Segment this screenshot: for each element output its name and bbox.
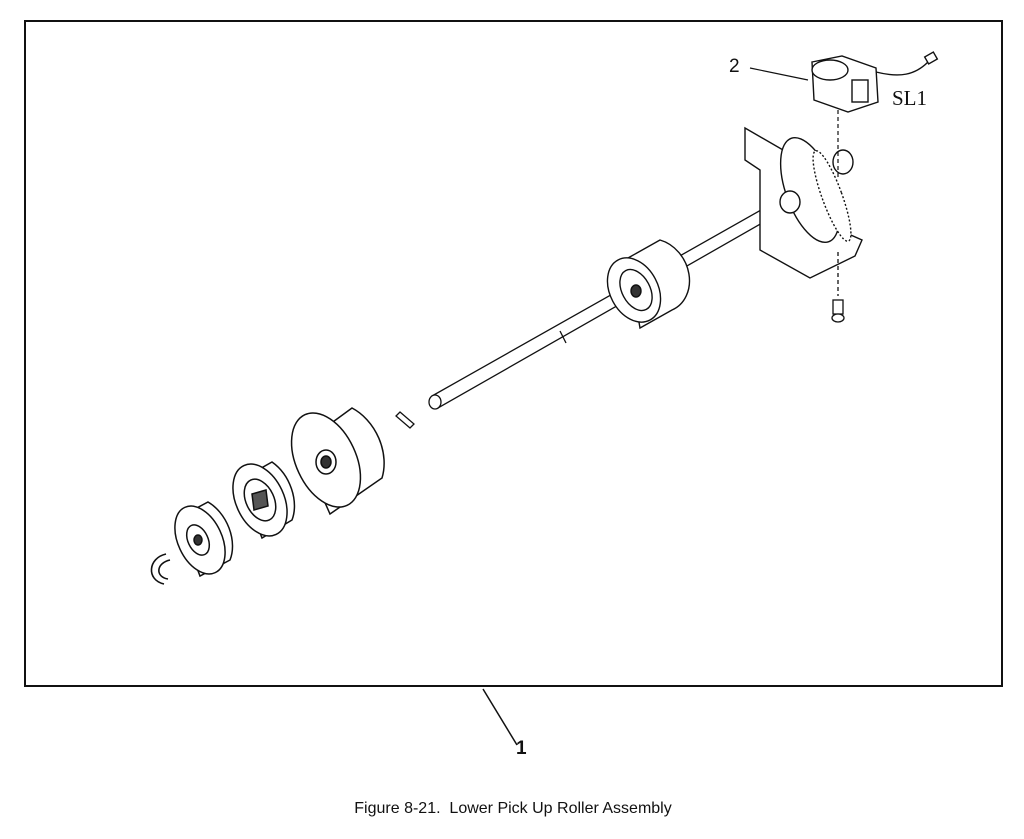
leader-line-1 [482, 688, 518, 746]
roller-collar [174, 501, 234, 578]
caption-text: Figure 8-21. Lower Pick Up Roller Assemb… [354, 800, 672, 817]
callout-2: 2 [729, 56, 740, 77]
solenoid [811, 51, 939, 113]
pickup-roller [606, 239, 691, 330]
leader-line-2 [749, 67, 809, 81]
e-ring [150, 553, 171, 585]
large-roller [290, 407, 385, 516]
pin [395, 411, 415, 429]
gear-bracket [744, 126, 863, 279]
figure-frame [24, 20, 1003, 687]
screw [831, 252, 845, 323]
figure-caption: Figure 8-21. Lower Pick Up Roller Assemb… [0, 800, 1024, 818]
solenoid-label: SL1 [892, 86, 928, 110]
roller-hub [232, 461, 296, 540]
callout-1: 1 [516, 738, 527, 759]
